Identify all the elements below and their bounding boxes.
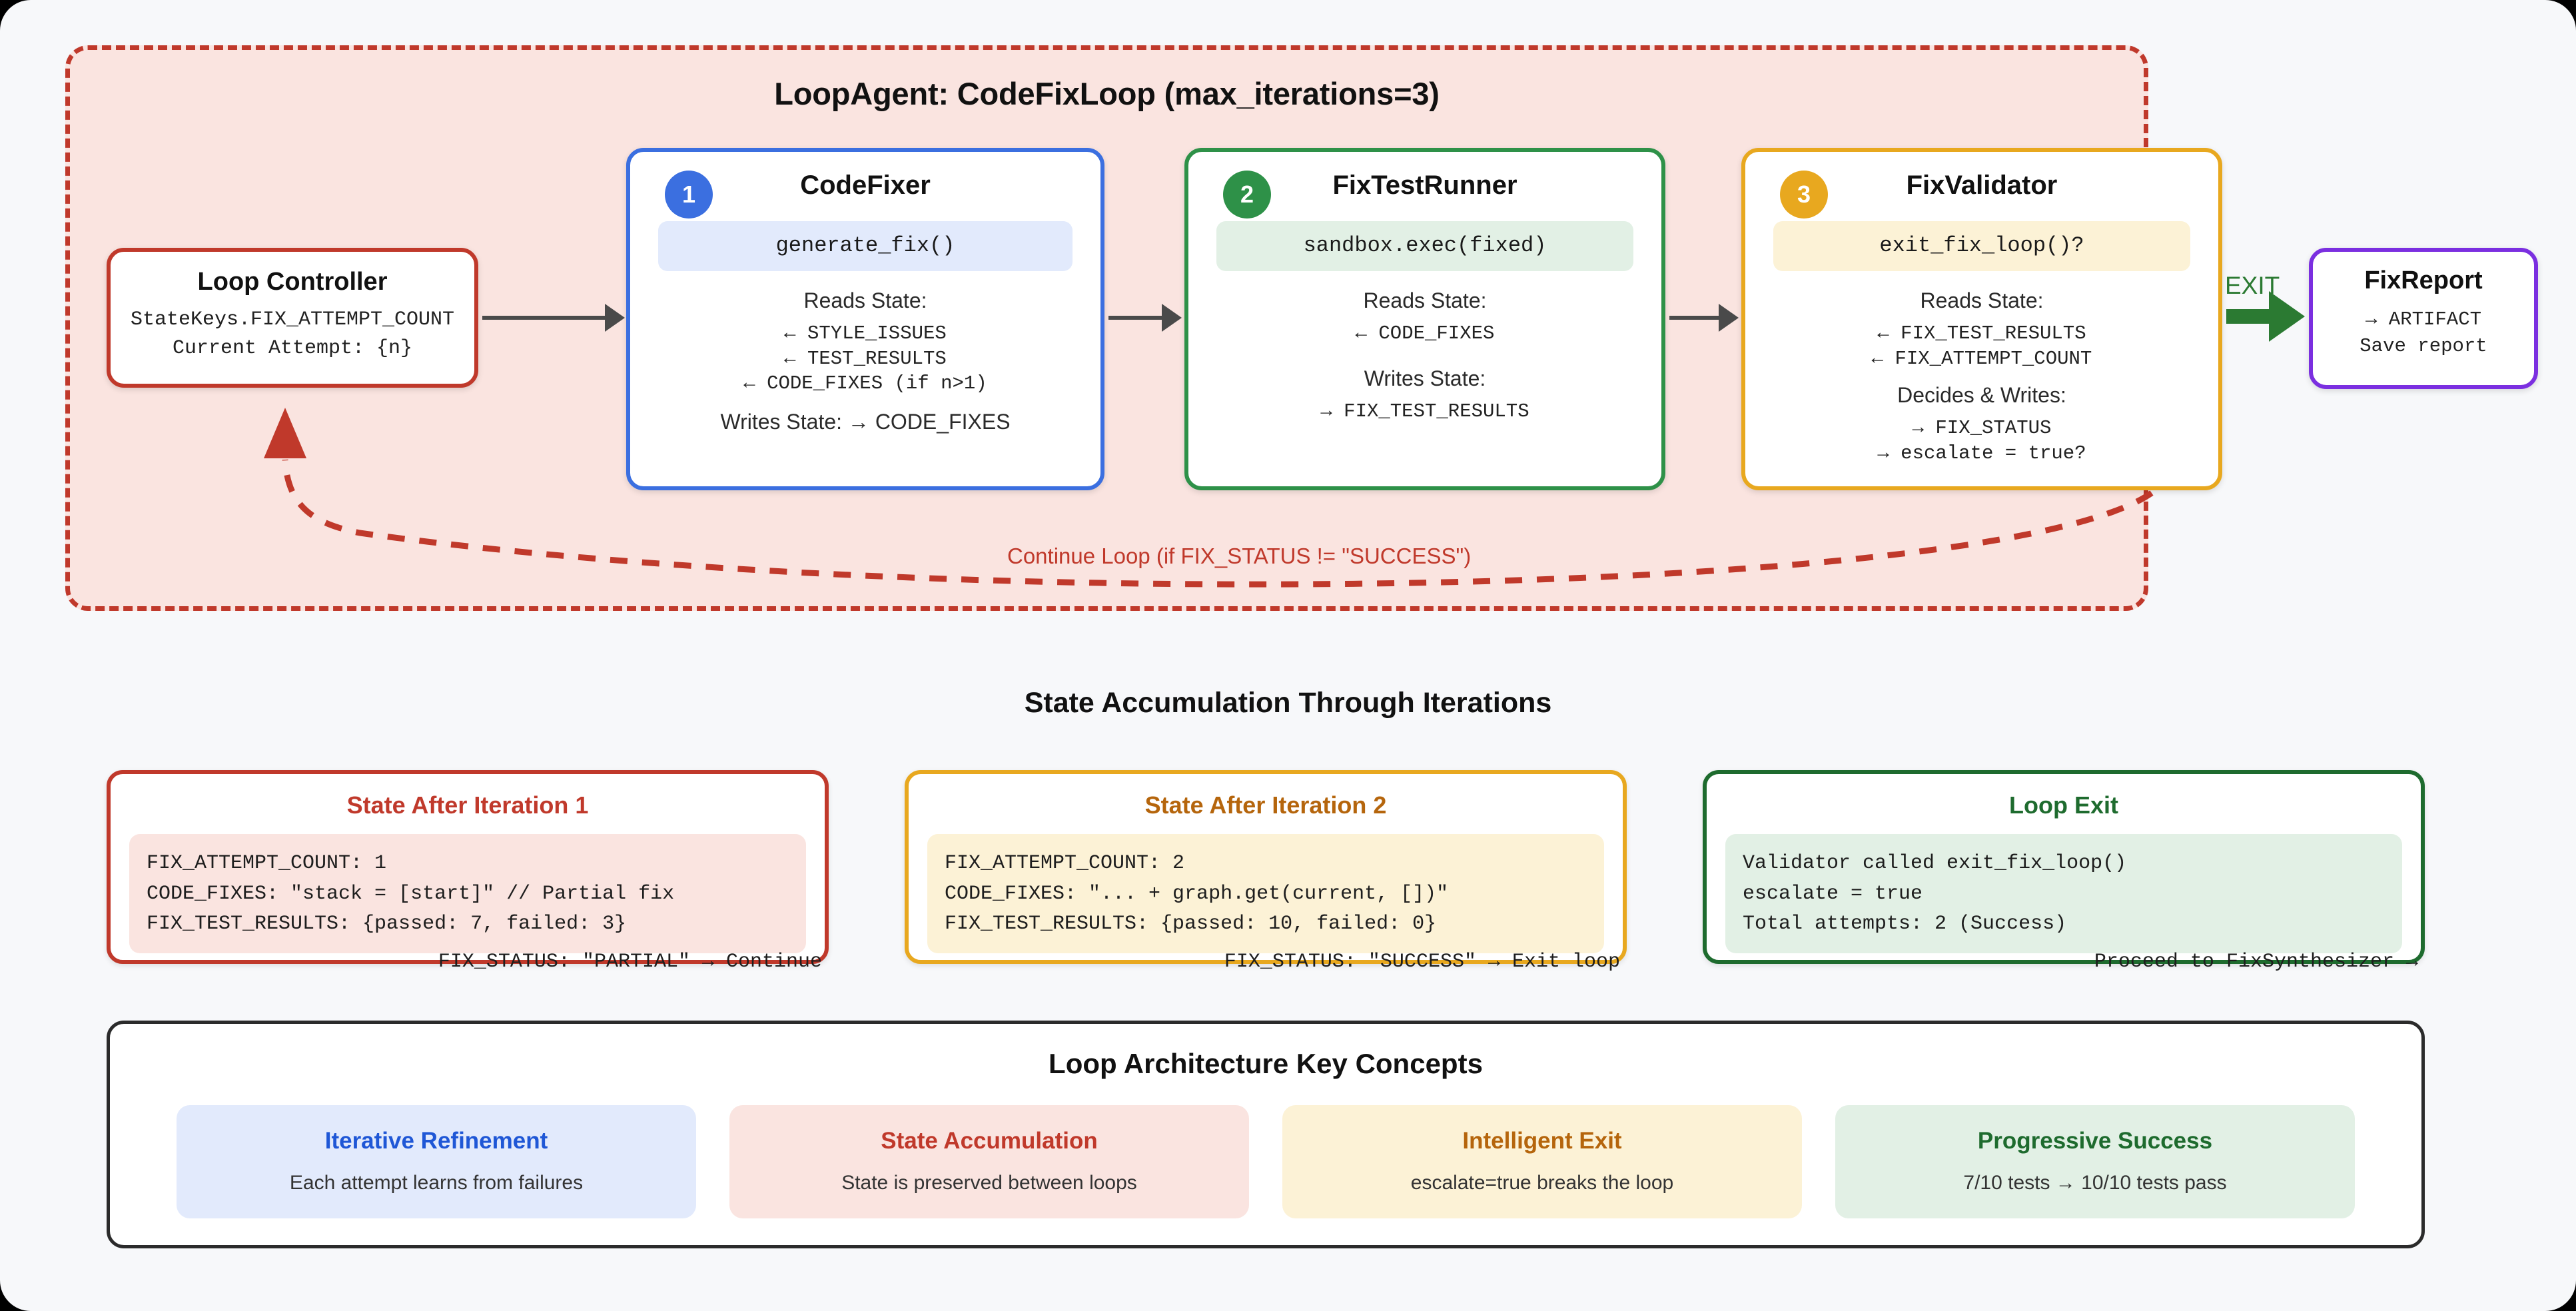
state-card-title: State After Iteration 1 [346, 791, 589, 819]
state-section-heading: State Accumulation Through Iterations [1024, 687, 1552, 719]
state-line: FIX_TEST_RESULTS: {passed: 10, failed: 0… [945, 913, 1437, 936]
reads-item: ← STYLE_ISSUES [784, 322, 947, 344]
agent-code-fixvalidator: exit_fix_loop()? [1773, 221, 2190, 271]
key-concept-title: Intelligent Exit [1462, 1128, 1622, 1154]
agent-body: Reads State: ← CODE_FIXES Writes State: … [1188, 271, 1661, 424]
writes-state-label: Writes State: → CODE_FIXES [720, 410, 1011, 434]
writes-item: → FIX_STATUS [1912, 417, 2052, 440]
step-badge-2: 2 [1223, 171, 1271, 218]
writes-state-label: Writes State: [1364, 366, 1486, 390]
reads-item: ← FIX_TEST_RESULTS [1877, 322, 2086, 344]
key-concept-desc: escalate=true breaks the loop [1410, 1172, 1674, 1194]
key-concept-title: Progressive Success [1977, 1128, 2213, 1154]
state-card-body: FIX_ATTEMPT_COUNT: 2 CODE_FIXES: "... + … [927, 834, 1604, 953]
agent-body: Reads State: ← STYLE_ISSUES ← TEST_RESUL… [630, 271, 1100, 434]
exit-arrow-head [2269, 291, 2305, 342]
state-card-footer: FIX_STATUS: "SUCCESS" → Exit loop [1224, 950, 1620, 973]
writes-item: → FIX_TEST_RESULTS [1320, 400, 1529, 422]
key-concept-card[interactable]: Iterative Refinement Each attempt learns… [177, 1105, 696, 1218]
state-card-body: FIX_ATTEMPT_COUNT: 1 CODE_FIXES: "stack … [129, 834, 806, 953]
spacer [1188, 346, 1661, 366]
connector-controller-to-codefixer [482, 316, 606, 320]
state-card-title: State After Iteration 2 [1144, 791, 1387, 819]
fix-report-node[interactable]: FixReport → ARTIFACT Save report [2309, 248, 2538, 389]
connector-arrowhead [605, 304, 625, 332]
fix-report-save: Save report [2360, 334, 2487, 357]
state-card[interactable]: Loop Exit Validator called exit_fix_loop… [1703, 770, 2425, 973]
loop-controller-title: Loop Controller [197, 268, 388, 296]
reads-item: ← TEST_RESULTS [784, 347, 947, 370]
state-card[interactable]: State After Iteration 1 FIX_ATTEMPT_COUN… [107, 770, 829, 973]
agent-header: 2 FixTestRunner [1188, 152, 1661, 221]
agent-title-codefixer: CodeFixer [800, 171, 931, 200]
state-line: FIX_ATTEMPT_COUNT: 2 [945, 852, 1185, 875]
reads-item: ← CODE_FIXES [1355, 322, 1495, 344]
continue-loop-label: Continue Loop (if FIX_STATUS != "SUCCESS… [1007, 544, 1472, 568]
key-concepts-title: Loop Architecture Key Concepts [1049, 1048, 1483, 1079]
reads-state-label: Reads State: [1363, 288, 1487, 312]
loop-controller-attempt: Current Attempt: {n} [172, 337, 413, 360]
key-concept-card[interactable]: Progressive Success 7/10 tests → 10/10 t… [1835, 1105, 2355, 1218]
loop-agent-title: LoopAgent: CodeFixLoop (max_iterations=3… [774, 76, 1440, 111]
agent-code-codefixer: generate_fix() [658, 221, 1073, 271]
key-concept-card[interactable]: State Accumulation State is preserved be… [729, 1105, 1249, 1218]
state-line: CODE_FIXES: "stack = [start]" // Partial… [147, 882, 675, 905]
agent-title-fixtestrunner: FixTestRunner [1332, 171, 1517, 200]
agent-node-fixvalidator[interactable]: 3 FixValidator exit_fix_loop()? Reads St… [1741, 148, 2222, 490]
key-concept-title: State Accumulation [881, 1128, 1098, 1154]
state-card-footer: Proceed to FixSynthesizer → [2094, 950, 2418, 973]
state-line: Validator called exit_fix_loop() [1743, 852, 2127, 875]
state-card[interactable]: State After Iteration 2 FIX_ATTEMPT_COUN… [905, 770, 1627, 973]
state-line: CODE_FIXES: "... + graph.get(current, []… [945, 882, 1449, 905]
writes-item: → escalate = true? [1877, 442, 2086, 465]
agent-title-fixvalidator: FixValidator [1906, 171, 2058, 200]
key-concept-card[interactable]: Intelligent Exit escalate=true breaks th… [1282, 1105, 1802, 1218]
agent-header: 3 FixValidator [1745, 152, 2218, 221]
key-concepts-row: Iterative Refinement Each attempt learns… [110, 1105, 2421, 1218]
writes-state-label: Decides & Writes: [1897, 383, 2066, 408]
step-badge-3: 3 [1780, 171, 1828, 218]
state-line: Total attempts: 2 (Success) [1743, 913, 2067, 936]
agent-node-fixtestrunner[interactable]: 2 FixTestRunner sandbox.exec(fixed) Read… [1184, 148, 1665, 490]
reads-state-label: Reads State: [803, 288, 927, 312]
key-concept-desc: Each attempt learns from failures [289, 1172, 584, 1194]
reads-state-label: Reads State: [1920, 288, 2044, 312]
fix-report-artifact: → ARTIFACT [2365, 308, 2482, 330]
agent-header: 1 CodeFixer [630, 152, 1100, 221]
state-card-title: Loop Exit [2009, 791, 2118, 819]
state-line: escalate = true [1743, 882, 1923, 905]
state-line: FIX_TEST_RESULTS: {passed: 7, failed: 3} [147, 913, 627, 936]
connector-arrowhead [1719, 304, 1739, 332]
connector-codefixer-to-testrunner [1108, 316, 1162, 320]
reads-item: ← CODE_FIXES (if n>1) [743, 372, 987, 395]
agent-code-fixtestrunner: sandbox.exec(fixed) [1216, 221, 1633, 271]
agent-node-codefixer[interactable]: 1 CodeFixer generate_fix() Reads State: … [626, 148, 1104, 490]
key-concept-desc: 7/10 tests → 10/10 tests pass [1963, 1172, 2227, 1194]
state-line: FIX_ATTEMPT_COUNT: 1 [147, 852, 387, 875]
state-card-body: Validator called exit_fix_loop() escalat… [1725, 834, 2402, 953]
key-concept-title: Iterative Refinement [324, 1128, 548, 1154]
connector-testrunner-to-validator [1669, 316, 1719, 320]
agent-body: Reads State: ← FIX_TEST_RESULTS ← FIX_AT… [1745, 271, 2218, 466]
key-concepts-panel: Loop Architecture Key Concepts Iterative… [107, 1021, 2425, 1248]
state-card-footer: FIX_STATUS: "PARTIAL" → Continue [438, 950, 822, 973]
step-badge-1: 1 [665, 171, 713, 218]
loop-controller-statekey: StateKeys.FIX_ATTEMPT_COUNT [130, 308, 455, 331]
loop-controller-node[interactable]: Loop Controller StateKeys.FIX_ATTEMPT_CO… [107, 248, 478, 388]
key-concept-desc: State is preserved between loops [841, 1172, 1137, 1194]
fix-report-title: FixReport [2364, 266, 2483, 294]
reads-item: ← FIX_ATTEMPT_COUNT [1871, 347, 2092, 370]
connector-arrowhead [1162, 304, 1182, 332]
